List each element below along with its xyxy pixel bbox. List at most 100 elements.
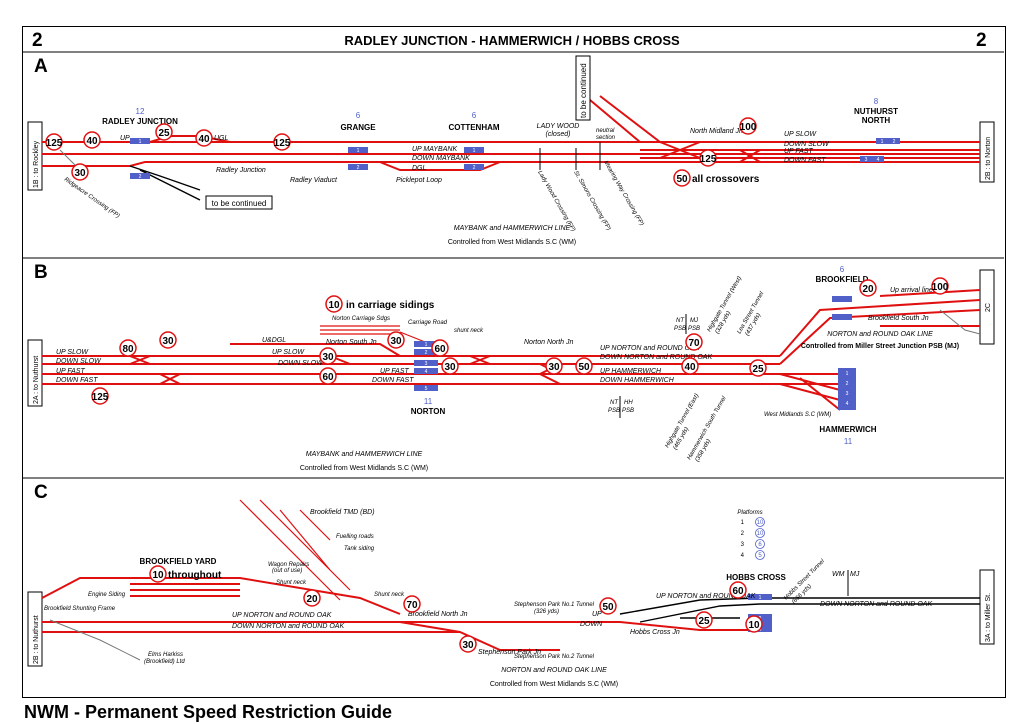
speed-b-2: 30 [162,336,174,347]
platforms-key-speed-sign [755,517,765,527]
line-b-wmsc: West Midlands S.C (WM) [764,412,831,418]
platform-a-3: 1 [357,148,360,154]
crossing-ridgeacre: Ridgeacre Crossing (FP) [63,177,121,220]
line-c-fuel: Fuelling roads [336,534,374,540]
platform-c-1: 1 [759,595,762,601]
speed-sign-b-10 [575,357,593,375]
line-b-down-slow-2: DOWN SLOW [278,360,324,367]
note-carriage-sidings: in carriage sidings [346,300,435,311]
line-dgl: DGL [412,165,427,172]
track-a-fast [640,141,980,159]
platform-a-6: 2 [473,165,476,171]
speed-b-13: 25 [752,364,764,375]
speed-b-16: 10 [328,300,340,311]
psb-1: PSB [674,326,686,332]
speed-a-3: 40 [86,136,98,147]
speed-sign-c-6 [695,611,713,629]
speed-sign-c-2 [303,589,321,607]
section-c-right-box: 3A : to Miller St. [985,593,992,642]
station-norton-num: 11 [424,397,433,406]
speed-sign-a-8 [699,149,717,167]
line-c-down-nro-2: DOWN NORTON and ROUND OAK [820,601,932,608]
diagram-frame [22,26,1006,698]
track-a-cont [589,95,661,143]
speed-c-5: 50 [602,602,614,613]
platforms-key-speed: 10 [757,520,764,526]
page-number-right: 2 [976,30,987,51]
line-c-sp-jn: Stephenson Park Jn [478,649,541,656]
speed-a-6: 125 [274,138,291,149]
speed-c-3: 70 [406,600,418,611]
line-c-sp2: Stephenson Park No.2 Tunnel [514,654,595,660]
line-b-up-fast: UP FAST [56,368,86,375]
box-to-be-continued-vertical: to be continued [579,63,588,118]
speed-a-8: 125 [700,154,717,165]
line-b-up-fast-2: UP FAST [380,368,410,375]
line-c-frame: Brookfield Shunting Frame [44,606,116,612]
station-nuthurst: NUTHURST [854,107,898,116]
line-up-maybank: UP MAYBANK [412,146,457,153]
section-c-left-box: 2B : to Nuthurst [33,615,40,664]
line-b-up-slow: UP SLOW [56,349,89,356]
speed-b-1: 80 [122,344,134,355]
track-c-elms [49,619,141,661]
page-title: RADLEY JUNCTION - HAMMERWICH / HOBBS CRO… [344,33,680,48]
line-b-up-nro: UP NORTON and ROUND OAK [600,345,700,352]
track-c-3 [399,621,620,633]
line-down-fast: DOWN FAST [784,157,826,164]
line-c-engine: Engine Siding [88,592,126,598]
speed-sign-b-9 [545,357,563,375]
line-c-up-nro: UP NORTON and ROUND OAK [232,612,332,619]
station-yard: BROOKFIELD YARD [140,557,217,566]
route-c: NORTON and ROUND OAK LINE [501,667,607,674]
speed-sign-a-9 [673,169,691,187]
speed-sign-b-16 [325,295,343,313]
line-c-elms: Elms Harkiss [148,652,183,658]
speed-c-2: 20 [306,594,318,605]
speed-sign-b-14 [859,279,877,297]
section-c-letter: C [34,482,48,503]
station-brookfield-num: 6 [840,265,845,274]
platforms-key-speed-sign [755,528,765,538]
speed-c-7: 60 [732,586,744,597]
track-a-dgl [379,161,501,171]
speed-sign-a-3 [83,131,101,149]
line-b-down-fast: DOWN FAST [56,377,98,384]
speed-sign-a-7 [739,117,757,135]
track-b-branch [779,289,981,365]
station-nuthurst-2: NORTH [862,116,891,125]
line-b-up-arrival: Up arrival line [890,287,933,294]
line-b-brookfield-south: Brookfield South Jn [868,315,929,322]
speed-sign-c-4 [459,635,477,653]
platforms-key-speed-sign [755,550,765,560]
speed-a-1: 125 [46,138,63,149]
platform-b-7: 2 [846,381,849,387]
platform-b-2: 2 [425,350,428,356]
line-c-down: DOWN [580,621,603,628]
track-b-ugl [230,343,401,357]
crossing-lady-wood: Lady Wood Crossing (FP) [536,170,576,233]
line-c-wagon-2: (out of use) [272,568,302,574]
speed-a-5: 40 [198,134,210,145]
line-c-shunt-neck-2: Shunt neck [374,592,405,598]
line-ugl: UGL [214,135,229,142]
line-up-fast: UP FAST [784,148,814,155]
section-a-letter: A [34,56,48,77]
station-hammerwich-num: 11 [844,437,853,446]
line-c-tmd: Brookfield TMD (BD) [310,509,375,516]
speed-b-4: 30 [322,352,334,363]
track-a-4 [42,161,230,167]
speed-b-3: 125 [92,392,109,403]
line-down-maybank: DOWN MAYBANK [412,155,470,162]
section-b-letter: B [34,262,48,283]
note-all-crossovers: all crossovers [692,174,760,185]
station-hobbs-cross: HOBBS CROSS [726,573,786,582]
platform-a-1: 1 [139,139,142,145]
line-c-sp1: Stephenson Park No.1 Tunnel [514,602,595,608]
platform-a-4: 2 [357,165,360,171]
speed-sign-b-4 [319,347,337,365]
speed-sign-a-2 [71,163,89,181]
speed-b-8: 30 [444,362,456,373]
platform-a-5: 1 [473,148,476,154]
